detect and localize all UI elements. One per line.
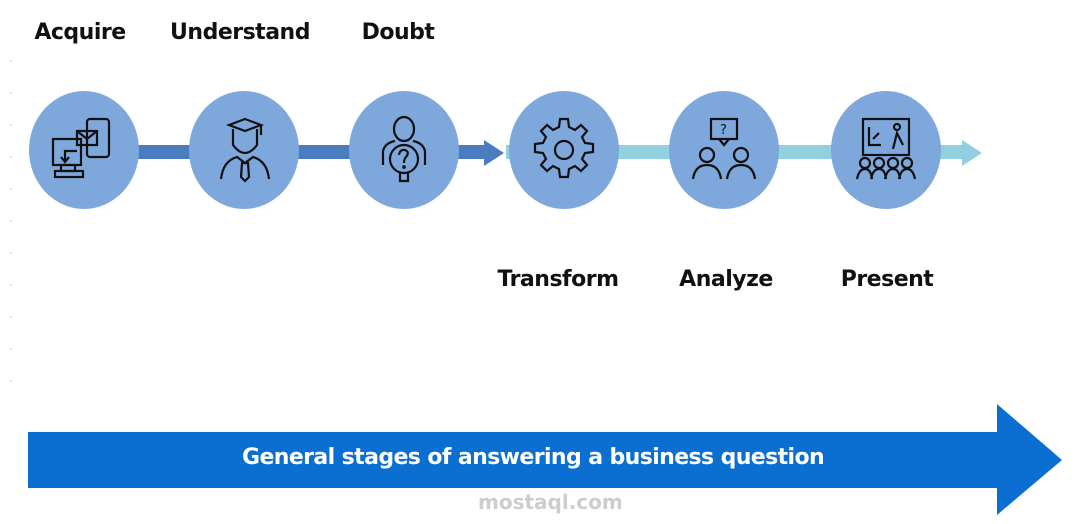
- stage-label-analyze: Analyze: [679, 267, 773, 292]
- margin-dots: [10, 60, 12, 400]
- arrowhead-dark: [484, 140, 504, 166]
- svg-text:?: ?: [720, 123, 727, 138]
- watermark: mostaql.com: [478, 490, 623, 514]
- stage-label-understand: Understand: [170, 20, 310, 45]
- stage-acquire-circle: [29, 91, 139, 209]
- stage-label-doubt: Doubt: [361, 20, 435, 45]
- stage-doubt-circle: [349, 91, 459, 209]
- stage-label-acquire: Acquire: [34, 20, 126, 45]
- gear-icon: [533, 117, 595, 179]
- stage-understand-circle: [189, 91, 299, 209]
- person-question-icon: [381, 115, 427, 183]
- banner-text: General stages of answering a business q…: [242, 445, 825, 470]
- stage-present-circle: [831, 91, 941, 209]
- graduate-icon: [219, 117, 271, 183]
- arrowhead-light: [962, 140, 982, 166]
- stage-transform-circle: [509, 91, 619, 209]
- computer-phone-mail-icon: [51, 117, 111, 179]
- stage-label-transform: Transform: [497, 267, 619, 292]
- stage-analyze-circle: ?: [669, 91, 779, 209]
- stage-label-present: Present: [840, 267, 934, 292]
- discussion-icon: ?: [691, 117, 757, 180]
- presentation-icon: [855, 117, 917, 180]
